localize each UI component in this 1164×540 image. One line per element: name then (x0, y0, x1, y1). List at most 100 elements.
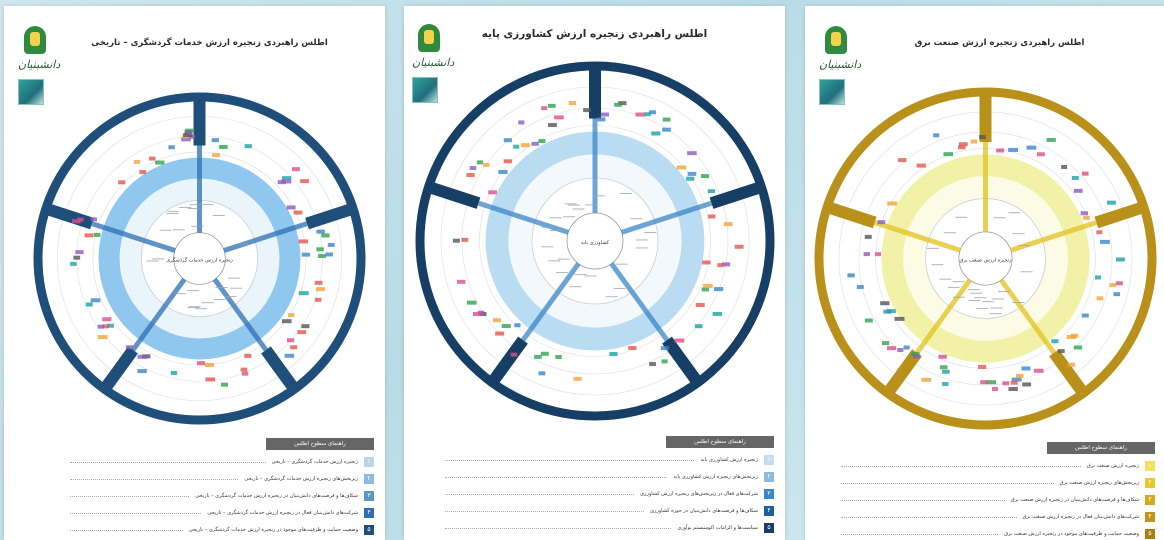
company-logo-icon (149, 156, 156, 161)
legend-text: وضعیت حمایت و ظرفیت‌های موجود در زنجیره … (188, 526, 358, 533)
company-logo-icon (1022, 382, 1032, 387)
partner-logo-icon (819, 79, 845, 105)
legend-number: ۴ (764, 505, 774, 516)
spoke-outer (97, 346, 138, 396)
center-label: کشاورزی پایه (581, 240, 610, 246)
company-logo-icon (466, 173, 475, 178)
logo-block: دانشبنیان (18, 26, 61, 105)
brand-logo: دانشبنیان (412, 56, 455, 69)
legend-text: شکاف‌ها و فرصت‌های دانش‌بنیان در حوزه کش… (649, 507, 758, 514)
company-logo-icon (102, 324, 110, 329)
company-logo-icon (244, 144, 252, 149)
legend-number: ۵ (364, 524, 374, 535)
company-logo-icon (472, 312, 482, 317)
company-logo-icon (315, 287, 325, 292)
spoke-outer (40, 201, 94, 230)
company-logo-icon (939, 365, 948, 370)
company-logo-icon (701, 174, 710, 179)
company-logo-icon (943, 152, 954, 157)
company-logo-icon (1073, 345, 1083, 350)
company-logo-icon (1080, 211, 1088, 216)
company-logo-icon (548, 123, 557, 128)
company-logo-icon (503, 138, 512, 143)
company-logo-icon (90, 298, 101, 303)
company-logo-icon (881, 341, 890, 346)
atlas-poster-agriculture[interactable]: اطلس راهبردی زنجیره ارزش کشاورزی پایه دا… (404, 6, 785, 540)
company-logo-icon (1002, 381, 1010, 386)
spoke (520, 262, 581, 342)
logo-block: دانشبنیان (412, 24, 455, 103)
company-logo-icon (903, 345, 910, 350)
company-logo-icon (84, 233, 94, 238)
company-logo-icon (644, 112, 651, 117)
spoke-outer (821, 200, 877, 229)
company-logo-icon (204, 362, 214, 367)
company-logo-icon (992, 387, 999, 392)
company-logo-icon (538, 139, 546, 144)
company-logo-icon (635, 112, 646, 117)
company-logo-icon (651, 131, 661, 136)
company-logo-icon (287, 313, 295, 318)
company-logo-icon (281, 319, 292, 324)
company-logo-icon (911, 352, 920, 357)
company-logo-icon (618, 101, 627, 106)
company-logo-icon (702, 260, 711, 265)
partner-logo-icon (412, 77, 438, 103)
spoke (212, 277, 268, 352)
company-logo-icon (211, 138, 219, 143)
company-logo-icon (290, 345, 298, 350)
company-logo-icon (986, 380, 997, 385)
company-logo-icon (316, 247, 324, 252)
legend-text: زیربخش‌های زنجیره ارزش کشاورزی پایه (673, 473, 758, 480)
company-logo-icon (863, 252, 870, 257)
atlas-poster-tourism[interactable]: اطلس راهبردی زنجیره ارزش خدمات گردشگری –… (4, 6, 385, 540)
company-logo-icon (286, 205, 296, 210)
company-logo-icon (609, 351, 618, 356)
company-logo-icon (573, 376, 582, 381)
atlas-wheel: کشاورزی پایه (415, 61, 775, 421)
company-logo-icon (717, 263, 724, 268)
legend-number: ۴ (364, 507, 374, 518)
spoke-outer (422, 179, 481, 209)
company-logo-icon (921, 377, 932, 382)
company-logo-icon (1016, 373, 1024, 378)
company-logo-icon (568, 101, 577, 106)
company-logo-icon (327, 242, 335, 247)
spoke-outer (880, 349, 922, 400)
atlas-poster-electricity[interactable]: اطلس راهبردی زنجیره ارزش صنعت برق دانشبن… (805, 6, 1164, 540)
company-logo-icon (942, 369, 950, 374)
legend-number: ۴ (1145, 511, 1155, 522)
company-logo-icon (1073, 188, 1083, 193)
company-logo-icon (674, 338, 685, 343)
company-logo-icon (314, 297, 322, 302)
company-logo-icon (1094, 275, 1101, 280)
company-logo-icon (628, 346, 637, 351)
company-logo-icon (540, 351, 549, 356)
company-logo-icon (476, 160, 484, 165)
company-logo-icon (520, 143, 530, 148)
company-logo-icon (118, 180, 126, 185)
company-logo-icon (1021, 366, 1031, 371)
brand-logo: دانشبنیان (18, 58, 61, 71)
company-logo-icon (886, 309, 896, 314)
company-logo-icon (1081, 313, 1089, 318)
company-logo-icon (583, 108, 592, 113)
company-logo-icon (703, 283, 713, 288)
company-logo-icon (1081, 171, 1089, 176)
company-logo-icon (293, 210, 303, 215)
company-logo-icon (1046, 137, 1056, 142)
company-logo-icon (958, 142, 968, 147)
spoke (223, 221, 308, 253)
company-logo-icon (518, 120, 525, 125)
company-logo-icon (1113, 292, 1121, 297)
legend-number: ۲ (364, 473, 374, 484)
company-logo-icon (856, 284, 864, 289)
company-logo-icon (181, 137, 191, 142)
spoke (91, 221, 176, 253)
legend-title: راهنمای سطوح اطلس (266, 438, 374, 450)
legend-text: زنجیره ارزش خدمات گردشگری – تاریخی (271, 458, 358, 465)
company-logo-icon (300, 179, 309, 184)
